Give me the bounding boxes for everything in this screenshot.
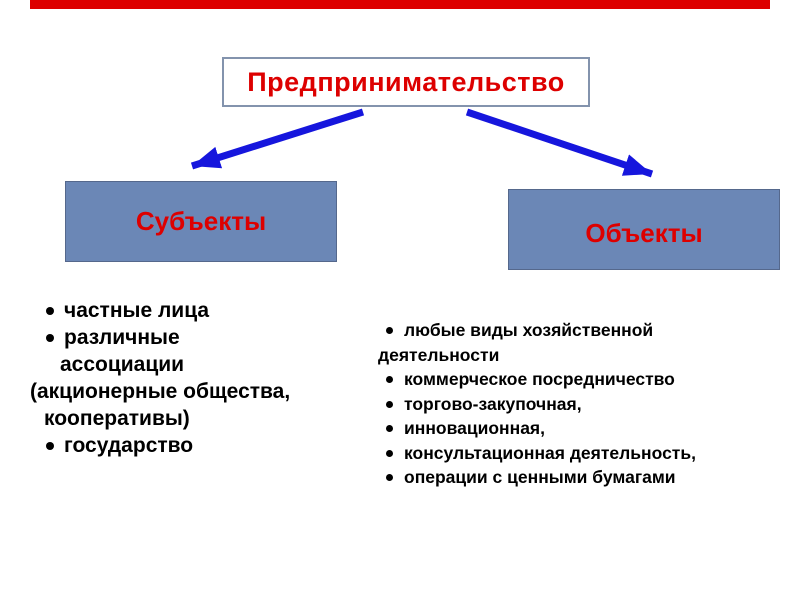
arrow-left-icon xyxy=(190,108,365,170)
list-item-text: деятельности xyxy=(378,344,500,365)
title-box: Предпринимательство xyxy=(222,57,590,107)
objects-list: любые виды хозяйственной деятельности ко… xyxy=(378,318,788,490)
list-item: операции с ценными бумагами xyxy=(378,465,788,490)
list-item-text: консультационная деятельность, xyxy=(404,442,696,463)
list-item: частные лица xyxy=(30,297,375,324)
list-item-text: любые виды хозяйственной xyxy=(404,320,654,340)
list-item-text: различные xyxy=(64,326,180,349)
list-item-text: государство xyxy=(64,434,194,457)
list-item: торгово-закупочная, xyxy=(378,392,788,417)
objects-box: Объекты xyxy=(508,189,780,270)
list-item: государство xyxy=(30,432,375,459)
list-item: различные xyxy=(30,324,375,351)
list-item: инновационная, xyxy=(378,416,788,441)
objects-label: Объекты xyxy=(585,218,703,248)
arrow-right-icon xyxy=(465,108,654,178)
list-item: любые виды хозяйственной xyxy=(378,318,788,343)
list-item: консультационная деятельность, xyxy=(378,441,788,466)
list-item-text: частные лица xyxy=(64,299,210,322)
list-item-text: операции с ценными бумагами xyxy=(404,467,676,487)
list-item: коммерческое посредничество xyxy=(378,367,788,392)
subjects-list: частные лица различные ассоциации (акцио… xyxy=(30,297,375,459)
list-item-text: коммерческое посредничество xyxy=(404,369,675,389)
list-item: (акционерные общества, xyxy=(30,378,375,405)
list-item-text: кооперативы) xyxy=(44,407,190,430)
subjects-label: Субъекты xyxy=(135,206,267,236)
list-item: кооперативы) xyxy=(30,405,375,432)
list-item-text: ассоциации xyxy=(60,353,185,376)
list-item-text: инновационная, xyxy=(404,418,545,438)
subjects-box: Субъекты xyxy=(65,181,337,262)
page-title: Предпринимательство xyxy=(247,66,565,97)
list-item: деятельности xyxy=(378,343,788,368)
list-item: ассоциации xyxy=(30,351,375,378)
list-item-text: (акционерные общества, xyxy=(30,380,291,403)
top-accent-bar xyxy=(30,0,770,9)
list-item-text: торгово-закупочная, xyxy=(404,393,582,414)
